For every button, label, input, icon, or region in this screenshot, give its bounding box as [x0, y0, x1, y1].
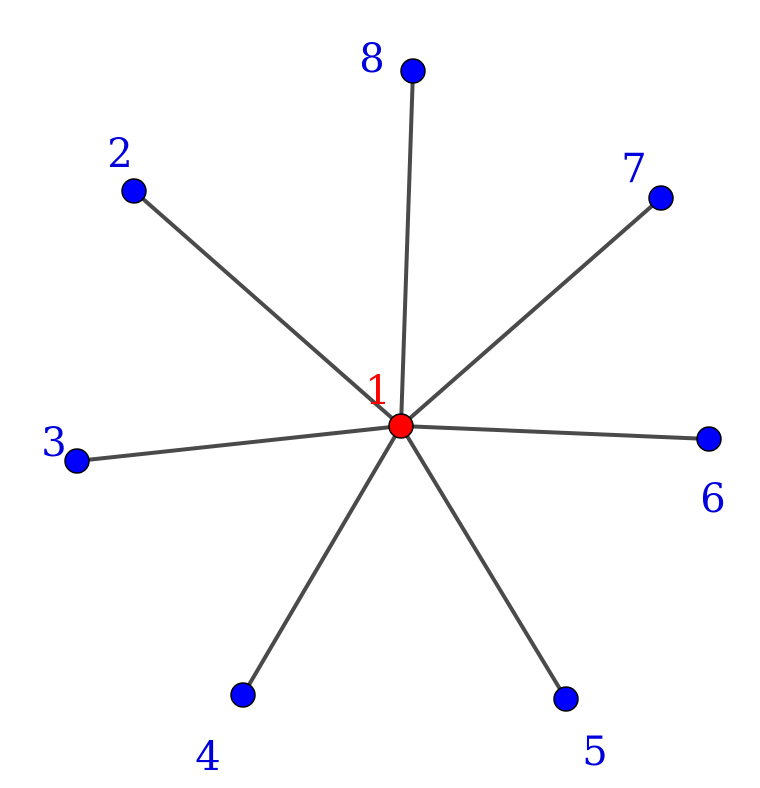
leaf-node-4 [230, 682, 256, 708]
leaf-node-5 [553, 686, 579, 712]
labels-layer: 2 3 4 5 6 7 8 1 [41, 36, 725, 780]
leaf-node-label-6: 6 [700, 476, 725, 522]
leaf-node-label-3: 3 [41, 420, 66, 466]
edge-1-4 [241, 424, 403, 697]
edge-1-3 [75, 424, 403, 463]
leaf-node-6 [696, 426, 722, 452]
edge-1-7 [399, 196, 663, 428]
nodes-layer [64, 58, 722, 712]
center-node-1 [388, 413, 414, 439]
edges-layer [75, 69, 711, 701]
leaf-node-8 [400, 58, 426, 84]
edge-1-8 [399, 69, 415, 428]
leaf-node-2 [121, 178, 147, 204]
edge-1-2 [132, 189, 403, 428]
leaf-node-7 [648, 185, 674, 211]
leaf-node-label-7: 7 [621, 146, 646, 192]
leaf-node-label-4: 4 [195, 734, 220, 780]
edge-1-6 [399, 424, 711, 441]
leaf-node-label-2: 2 [107, 131, 132, 177]
leaf-node-label-5: 5 [582, 729, 607, 775]
edge-1-5 [399, 424, 568, 701]
leaf-node-3 [64, 448, 90, 474]
leaf-node-label-8: 8 [359, 36, 384, 82]
center-node-label-1: 1 [365, 368, 390, 414]
